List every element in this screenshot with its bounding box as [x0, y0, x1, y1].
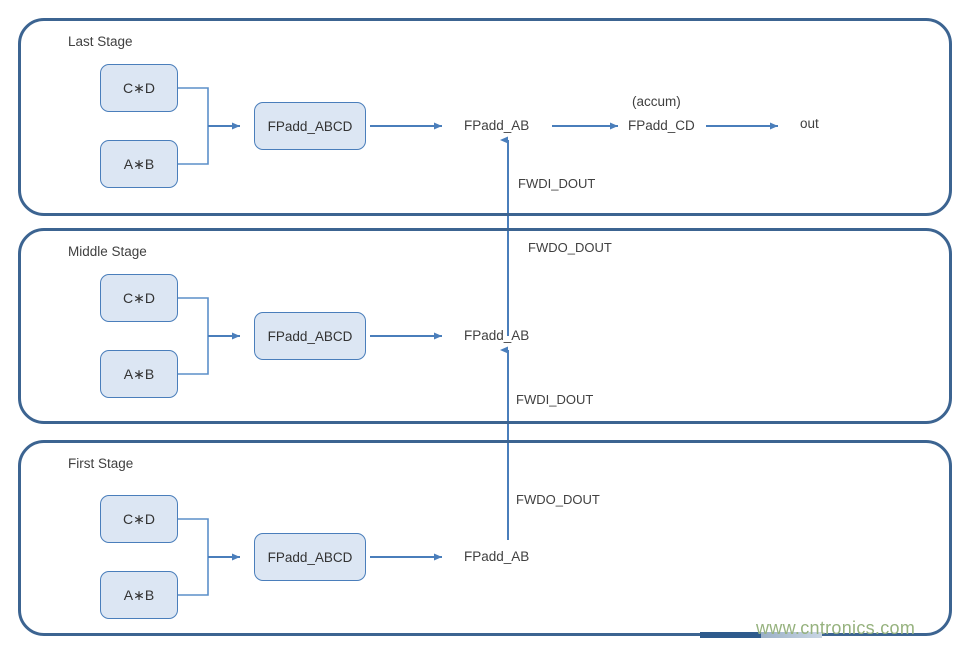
wire-label-mid-fwdi: FWDI_DOUT [516, 392, 594, 407]
adder-box-abcd-middle: FPadd_ABCD [254, 312, 366, 360]
operand-box-cd-middle: C∗D [100, 274, 178, 322]
wire-label-first-fwdo: FWDO_DOUT [516, 492, 600, 507]
node-fpadd-ab-last: FPadd_AB [464, 118, 530, 133]
operand-box-ab-first: A∗B [100, 571, 178, 619]
stage-title-last: Last Stage [68, 34, 133, 49]
node-accum-label: (accum) [632, 94, 681, 109]
node-fpadd-ab-first: FPadd_AB [464, 549, 530, 564]
node-fpadd-cd: FPadd_CD [628, 118, 695, 133]
watermark-bar [700, 632, 822, 638]
operand-box-ab-middle: A∗B [100, 350, 178, 398]
node-out: out [800, 116, 819, 131]
operand-box-cd-last: C∗D [100, 64, 178, 112]
stage-first [18, 440, 952, 636]
wire-label-last-fwdi: FWDI_DOUT [518, 176, 596, 191]
adder-box-abcd-first: FPadd_ABCD [254, 533, 366, 581]
watermark-text: www.cntronics.com [756, 618, 916, 638]
node-fpadd-ab-middle: FPadd_AB [464, 328, 530, 343]
operand-box-cd-first: C∗D [100, 495, 178, 543]
stage-title-first: First Stage [68, 456, 134, 471]
wire-label-mid-fwdo: FWDO_DOUT [528, 240, 612, 255]
stage-title-middle: Middle Stage [68, 244, 147, 259]
operand-box-ab-last: A∗B [100, 140, 178, 188]
stage-last [18, 18, 952, 216]
stage-middle [18, 228, 952, 424]
adder-box-abcd-last: FPadd_ABCD [254, 102, 366, 150]
